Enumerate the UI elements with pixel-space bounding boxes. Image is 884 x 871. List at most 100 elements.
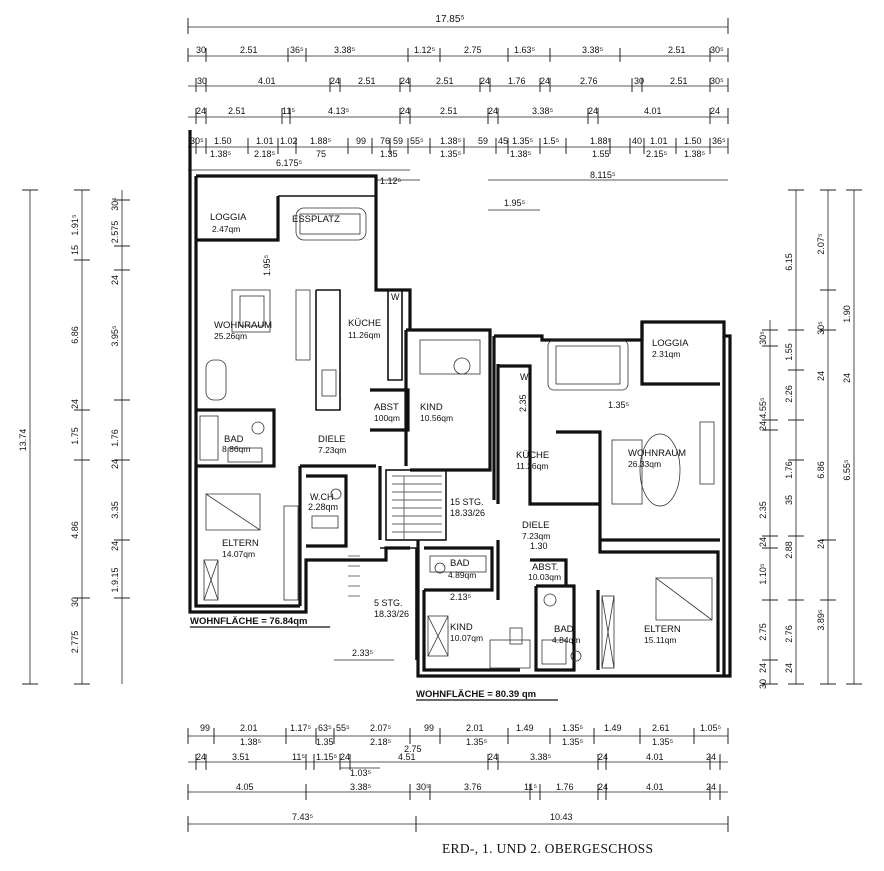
dim-t4-5: 99 <box>356 136 366 146</box>
dim-b3-2: 30⁵ <box>416 782 430 792</box>
dim-b3-4: 11⁵ <box>524 782 537 792</box>
dim-b1-12: 1.05⁵ <box>700 723 722 733</box>
dim-b1-2: 1.17⁵ <box>290 723 312 733</box>
area-left-loggia: 2.47qm <box>212 224 240 234</box>
dim-t4-13: 1.5⁵ <box>543 136 560 146</box>
dim-t2-11: 2.51 <box>670 76 688 86</box>
dim-t2-5: 2.51 <box>436 76 454 86</box>
top-dimension-chains: 17.85⁵ 30 2.51 36⁵ 3.38⁵ 1.12⁵ 2.75 1.63… <box>187 14 729 211</box>
dim-r-extra-1: 24 <box>842 373 852 383</box>
room-left-essplatz: ESSPLATZ <box>292 214 340 225</box>
dim-t4b-4: 1.35⁵ <box>440 149 462 159</box>
area-right-eltern: 15.11qm <box>644 635 676 645</box>
room-right-abst: ABST. <box>532 562 558 573</box>
room-left-kind: KIND <box>420 402 443 413</box>
dim-t4-3: 1.02 <box>280 136 298 146</box>
dim-r-extra-0: 30⁵ <box>816 321 826 335</box>
dim-8115: 8.115⁵ <box>590 170 616 180</box>
dim-b3-3: 3.76 <box>464 782 482 792</box>
dim-r1-8: 30 <box>758 679 768 689</box>
area-right-wohnraum: 26.33qm <box>628 459 661 469</box>
dim-195-left: 1.95⁵ <box>262 254 272 276</box>
dim-112: 1.12⁵ <box>380 176 402 186</box>
dim-b1-11: 2.61 <box>652 723 670 733</box>
mark-w-left: W <box>391 292 400 302</box>
dim-r-extra-4: 24 <box>816 539 826 549</box>
area-left-diele: 7.23qm <box>318 445 346 455</box>
dim-t4b-6: 1.55 <box>592 149 610 159</box>
bottom-dimension-chains: 99 2.01 1.17⁵ 63⁵ 55⁵ 2.07⁵ 99 2.01 1.49… <box>187 723 729 832</box>
dim-l2-6: 1.76 <box>110 429 120 447</box>
area-left-abst: 100qm <box>374 413 400 423</box>
dim-t3-9: 4.01 <box>644 106 662 116</box>
stair-5-ratio: 18.33/26 <box>374 609 409 619</box>
dim-b1b-5: 1.35⁵ <box>562 737 584 747</box>
dim-r2-1: 1.55 <box>784 343 794 361</box>
dim-t3-7: 3.38⁵ <box>532 106 554 116</box>
dim-r-extra-5: 24 <box>784 663 794 673</box>
dim-t4-0: 30⁵ <box>190 136 204 146</box>
left-room-labels: LOGGIA 2.47qm ESSPLATZ WOHNRAUM 25.26qm … <box>190 212 453 628</box>
dim-b1-5: 2.07⁵ <box>370 723 392 733</box>
dim-t4-6: 76 <box>380 136 390 146</box>
dim-t4-18: 36⁵ <box>712 136 726 146</box>
dim-t4b-5: 1.38⁵ <box>510 149 532 159</box>
area-right-bad: 4.84qm <box>552 635 580 645</box>
dim-r1-7: 24 <box>758 663 768 673</box>
dim-b2-8: 24 <box>598 752 608 762</box>
dim-t2-3: 2.51 <box>358 76 376 86</box>
dim-b2-10: 24 <box>706 752 716 762</box>
dim-235-right: 2.35 <box>518 394 528 412</box>
left-apartment-walls <box>188 130 492 614</box>
dim-130-right: 1.30 <box>530 541 548 551</box>
dim-b4-0: 7.43⁵ <box>292 812 314 822</box>
stair-15-ratio: 18.33/26 <box>450 508 485 518</box>
dim-b1b-0: 1.38⁵ <box>240 737 262 747</box>
dim-b2-extra: 1.03⁵ <box>350 768 372 778</box>
dim-r3-2: 6.86 <box>816 461 826 479</box>
dim-t4-12: 1.35⁵ <box>512 136 534 146</box>
right-apartment-walls <box>416 320 732 678</box>
dim-t1-3: 3.38⁵ <box>334 45 356 55</box>
dim-t2-2: 24 <box>330 76 340 86</box>
dim-b4-1: 10.43 <box>550 812 573 822</box>
dim-t2-6: 24 <box>480 76 490 86</box>
dim-r3-4: 3.89⁵ <box>816 609 826 631</box>
dim-t4b-8: 1.38⁵ <box>684 149 706 159</box>
room-left-wohnraum: WOHNRAUM <box>214 320 272 331</box>
dim-l2-9: 24 <box>110 541 120 551</box>
dim-b2-7: 3.38⁵ <box>530 752 552 762</box>
dim-t2-7: 1.76 <box>508 76 526 86</box>
dim-b1-10: 1.49 <box>604 723 622 733</box>
dim-r2-0: 6.15 <box>784 253 794 271</box>
dim-t2-10: 30 <box>634 76 644 86</box>
dim-213-right: 2.13⁵ <box>450 592 472 602</box>
dim-b2-4: 24 <box>340 752 350 762</box>
room-right-kind: KIND <box>450 622 473 633</box>
dim-r2-2: 2.26 <box>784 385 794 403</box>
dim-b2-2: 11⁵ <box>292 752 305 762</box>
dim-r1-0: 30⁵ <box>758 331 768 345</box>
dim-b1-4: 55⁵ <box>336 723 350 733</box>
dim-t3-4: 24 <box>400 106 410 116</box>
dim-b1b-1: 1.35 <box>316 737 334 747</box>
dim-t3-8: 24 <box>588 106 598 116</box>
dim-r3-1: 1.90 <box>842 305 852 323</box>
dim-t4b-0: 1.38⁵ <box>210 149 232 159</box>
dim-b1b-2: 2.18⁵ <box>370 737 392 747</box>
dim-l2-10: 1.9.15 <box>110 567 120 592</box>
dim-t2-12: 30⁵ <box>710 76 724 86</box>
dim-b3-8: 24 <box>706 782 716 792</box>
room-left-abst: ABST <box>374 402 399 413</box>
right-wohnflaeche: WOHNFLÄCHE = 80.39 qm <box>416 689 536 700</box>
dim-b1-0: 99 <box>200 723 210 733</box>
dim-b2-5: 4.51 <box>398 752 416 762</box>
dim-b3-6: 24 <box>598 782 608 792</box>
room-left-kueche: KÜCHE <box>348 318 381 329</box>
dim-l2-4: 3.95⁵ <box>110 325 120 347</box>
dim-t4-4: 1.88⁵ <box>310 136 332 146</box>
dim-b3-5: 1.76 <box>556 782 574 792</box>
dim-b1-9: 1.35⁵ <box>562 723 584 733</box>
area-right-abst: 10.03qm <box>528 572 561 582</box>
dim-t2-1: 4.01 <box>258 76 276 86</box>
